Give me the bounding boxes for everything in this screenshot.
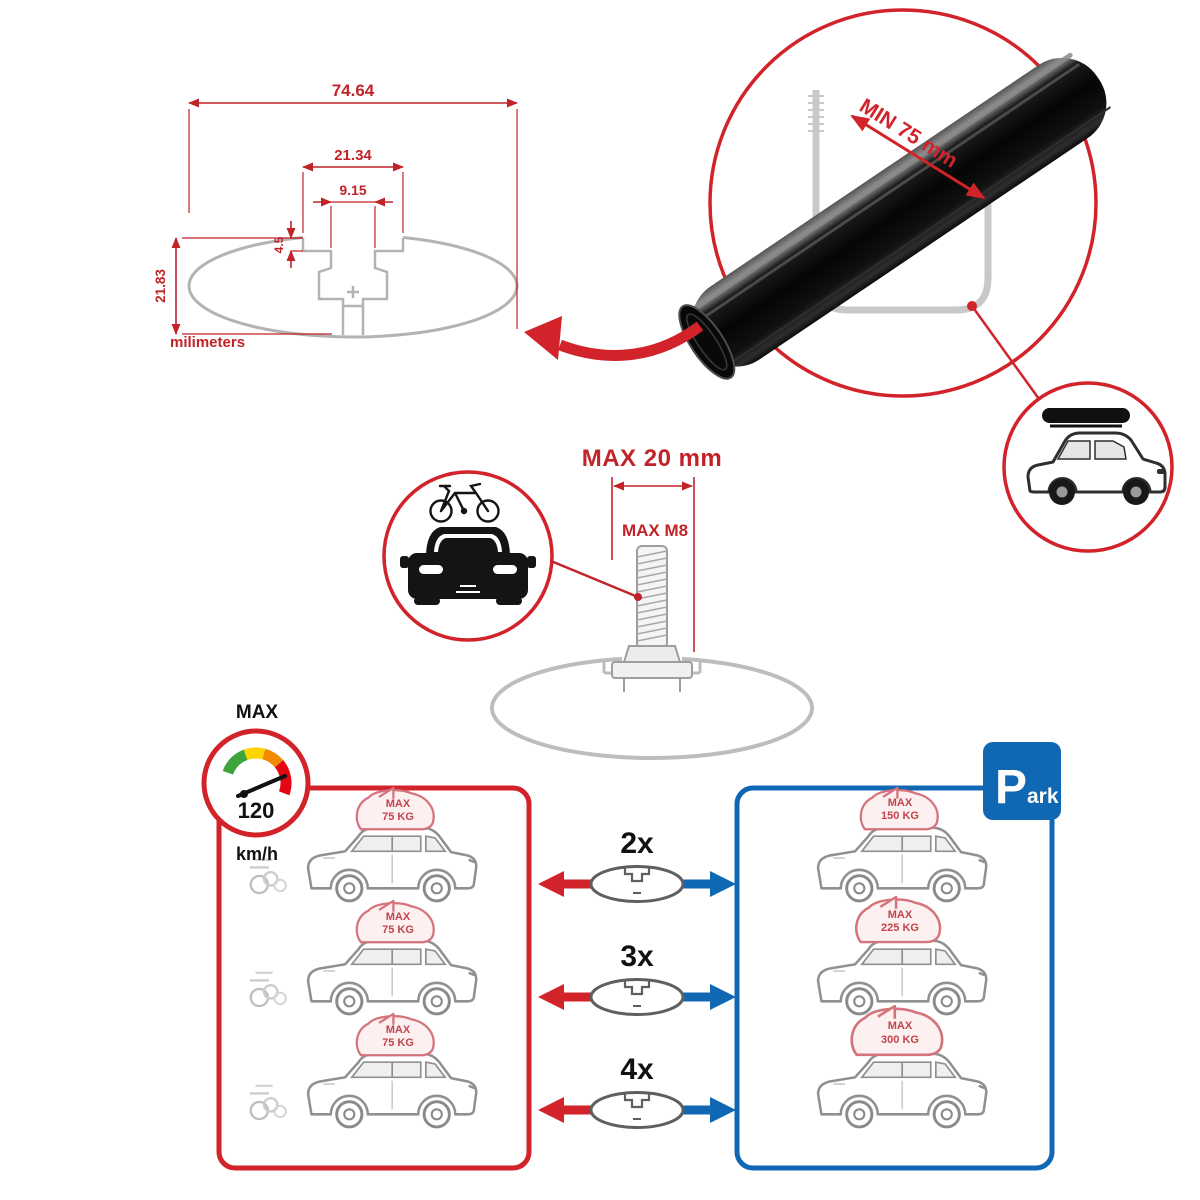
bag-weight-label: 225 KG <box>881 922 919 934</box>
bag-max-label: MAX <box>386 911 411 923</box>
quantity-row-1: 2x <box>537 827 737 903</box>
roof-box <box>1042 408 1130 423</box>
callout-line-to-vehicle <box>970 305 1041 400</box>
gauge-max-label: MAX <box>236 702 279 723</box>
ghost-cross-section <box>490 652 814 760</box>
bag-weight-label: 150 KG <box>881 810 919 822</box>
park-sign-board <box>983 742 1061 820</box>
dim-total-width-label: 74.64 <box>332 81 375 100</box>
driving-car-row-1: MAX 75 KG <box>248 786 478 903</box>
bag-max-label: MAX <box>386 1024 411 1036</box>
bag-weight-label: 75 KG <box>382 811 414 823</box>
bolt-spec: MAX 20 mm MAX M8 <box>382 445 814 760</box>
slot-opening-mask <box>303 229 403 240</box>
load-capacity-section: MAX 75 KG MAX 75 KG MAX 75 KG MAX 150 KG <box>201 702 1061 1171</box>
suv-with-roofbox <box>1026 408 1167 505</box>
callout-line-to-bolt <box>550 559 639 599</box>
bag-weight-label: 300 KG <box>881 1034 919 1046</box>
car-front-icon <box>400 527 536 605</box>
gauge-speed-value: 120 <box>238 798 275 823</box>
dimension-slot-outer: 21.34 <box>302 147 404 233</box>
park-letters-small: ark <box>1027 785 1059 808</box>
dimension-total-width: 74.64 <box>188 81 518 329</box>
suv-body <box>1026 431 1167 494</box>
dimension-slot-inner: 9.15 <box>313 182 393 248</box>
bag-max-label: MAX <box>888 909 913 921</box>
threaded-bolt <box>611 545 693 692</box>
driving-car-row-3: MAX 75 KG <box>248 1012 478 1129</box>
pointer-arrow-to-drawing <box>524 316 704 361</box>
bar-count-arrow <box>537 865 737 903</box>
driving-car-row-2: MAX 75 KG <box>248 899 478 1016</box>
quantity-label: 4x <box>620 1053 654 1086</box>
bag-max-label: MAX <box>888 797 913 809</box>
gauge-unit-label: km/h <box>236 844 278 864</box>
quantity-row-3: 4x <box>537 1053 737 1129</box>
parked-car-row-1: MAX 150 KG <box>816 786 988 903</box>
bar-closeup-bubble: MIN 75 mm <box>524 8 1112 400</box>
gauge-ring <box>201 728 311 838</box>
dim-lip-height-label: 4.5 <box>272 236 286 253</box>
quantity-label: 2x <box>620 827 654 860</box>
quantity-row-2: 3x <box>537 940 737 1016</box>
dim-slot-inner-label: 9.15 <box>339 182 366 198</box>
t-slot-channel <box>301 238 405 335</box>
bag-weight-label: 75 KG <box>382 924 414 936</box>
speed-limit-gauge: MAX 120 km/h <box>201 702 311 864</box>
parked-car-row-2: MAX 225 KG <box>816 895 988 1016</box>
dim-profile-height-label: 21.83 <box>153 269 168 303</box>
bar-end-cap <box>678 304 736 380</box>
park-sign: P ark <box>983 742 1061 820</box>
max-length-label: MAX 20 mm <box>582 445 723 472</box>
max-thread-label: MAX M8 <box>622 521 688 540</box>
parked-car-row-3: MAX 300 KG <box>816 1004 988 1129</box>
units-label: milimeters <box>170 334 245 351</box>
dimension-profile-height: 21.83 <box>153 237 332 335</box>
bag-max-label: MAX <box>386 798 411 810</box>
dim-slot-outer-label: 21.34 <box>334 147 372 164</box>
park-letter: P <box>995 761 1027 814</box>
bar-count-arrow <box>537 978 737 1016</box>
bar-count-arrow <box>537 1091 737 1129</box>
bag-weight-label: 75 KG <box>382 1037 414 1049</box>
bag-max-label: MAX <box>888 1020 913 1032</box>
bike-car-bubble <box>382 470 554 642</box>
profile-dimension-drawing: 74.64 21.34 9.15 4.5 21.83 milimeters <box>153 81 519 351</box>
bicycle-icon <box>429 482 500 523</box>
vehicle-roofbox-bubble <box>1002 381 1174 553</box>
quantity-label: 3x <box>620 940 654 973</box>
